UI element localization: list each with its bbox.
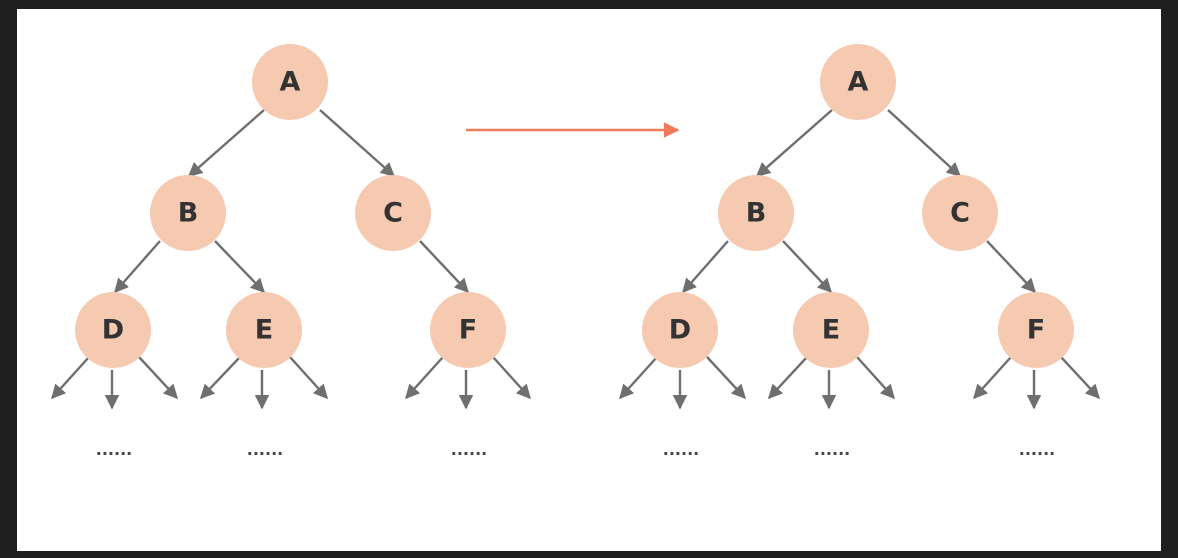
edge-e-child-left [768,356,808,400]
node-e: E [793,292,869,368]
node-c: C [355,175,431,251]
tree-transformation-diagram: A B C D E F ...... [51,44,1100,459]
ellipsis-under-e: ...... [814,440,850,459]
node-e-label: E [255,315,273,346]
node-b-label: B [746,198,767,229]
node-d-label: D [669,315,691,346]
edge-e-child-left [200,356,241,400]
edge-b-d [682,240,729,294]
edge-d-child-right [706,356,746,400]
edge-c-f [419,240,469,294]
node-c-label: C [950,198,970,229]
right-tree: A B C D E F ...... [619,44,1100,459]
edge-b-e [782,240,832,294]
diagram-canvas: A B C D E F ...... [17,9,1161,551]
node-f: F [998,292,1074,368]
node-d-label: D [102,315,124,346]
node-a-label: A [280,67,301,98]
edge-a-c [319,109,396,177]
edge-d-child-left [619,356,658,400]
edge-a-b [755,109,833,177]
node-b: B [718,175,794,251]
node-c: C [922,175,998,251]
node-e-label: E [822,315,840,346]
ellipsis-under-f: ...... [451,440,487,459]
node-c-label: C [383,198,403,229]
edge-f-child-right [1060,356,1100,400]
edge-a-c [887,109,962,177]
edge-f-child-left [405,356,444,400]
ellipsis-under-e: ...... [247,440,283,459]
ellipsis-under-d: ...... [96,440,132,459]
node-a: A [252,44,328,120]
node-a-label: A [848,67,869,98]
edge-e-child-right [856,356,895,400]
node-d: D [642,292,718,368]
node-f: F [430,292,506,368]
edge-d-child-left [51,356,90,400]
node-d: D [75,292,151,368]
edge-e-child-right [289,356,328,400]
node-f-label: F [459,315,477,346]
edge-f-child-right [492,356,531,400]
edge-b-e [214,240,265,294]
node-b-label: B [178,198,199,229]
node-f-label: F [1027,315,1045,346]
edge-d-child-right [138,356,178,400]
edge-c-f [986,240,1036,294]
edge-f-child-left [973,356,1012,400]
ellipsis-under-f: ...... [1019,440,1055,459]
edge-b-d [114,240,161,294]
ellipsis-under-d: ...... [663,440,699,459]
edge-a-b [187,109,265,177]
node-b: B [150,175,226,251]
node-a: A [820,44,896,120]
left-tree: A B C D E F ...... [51,44,531,459]
node-e: E [226,292,302,368]
